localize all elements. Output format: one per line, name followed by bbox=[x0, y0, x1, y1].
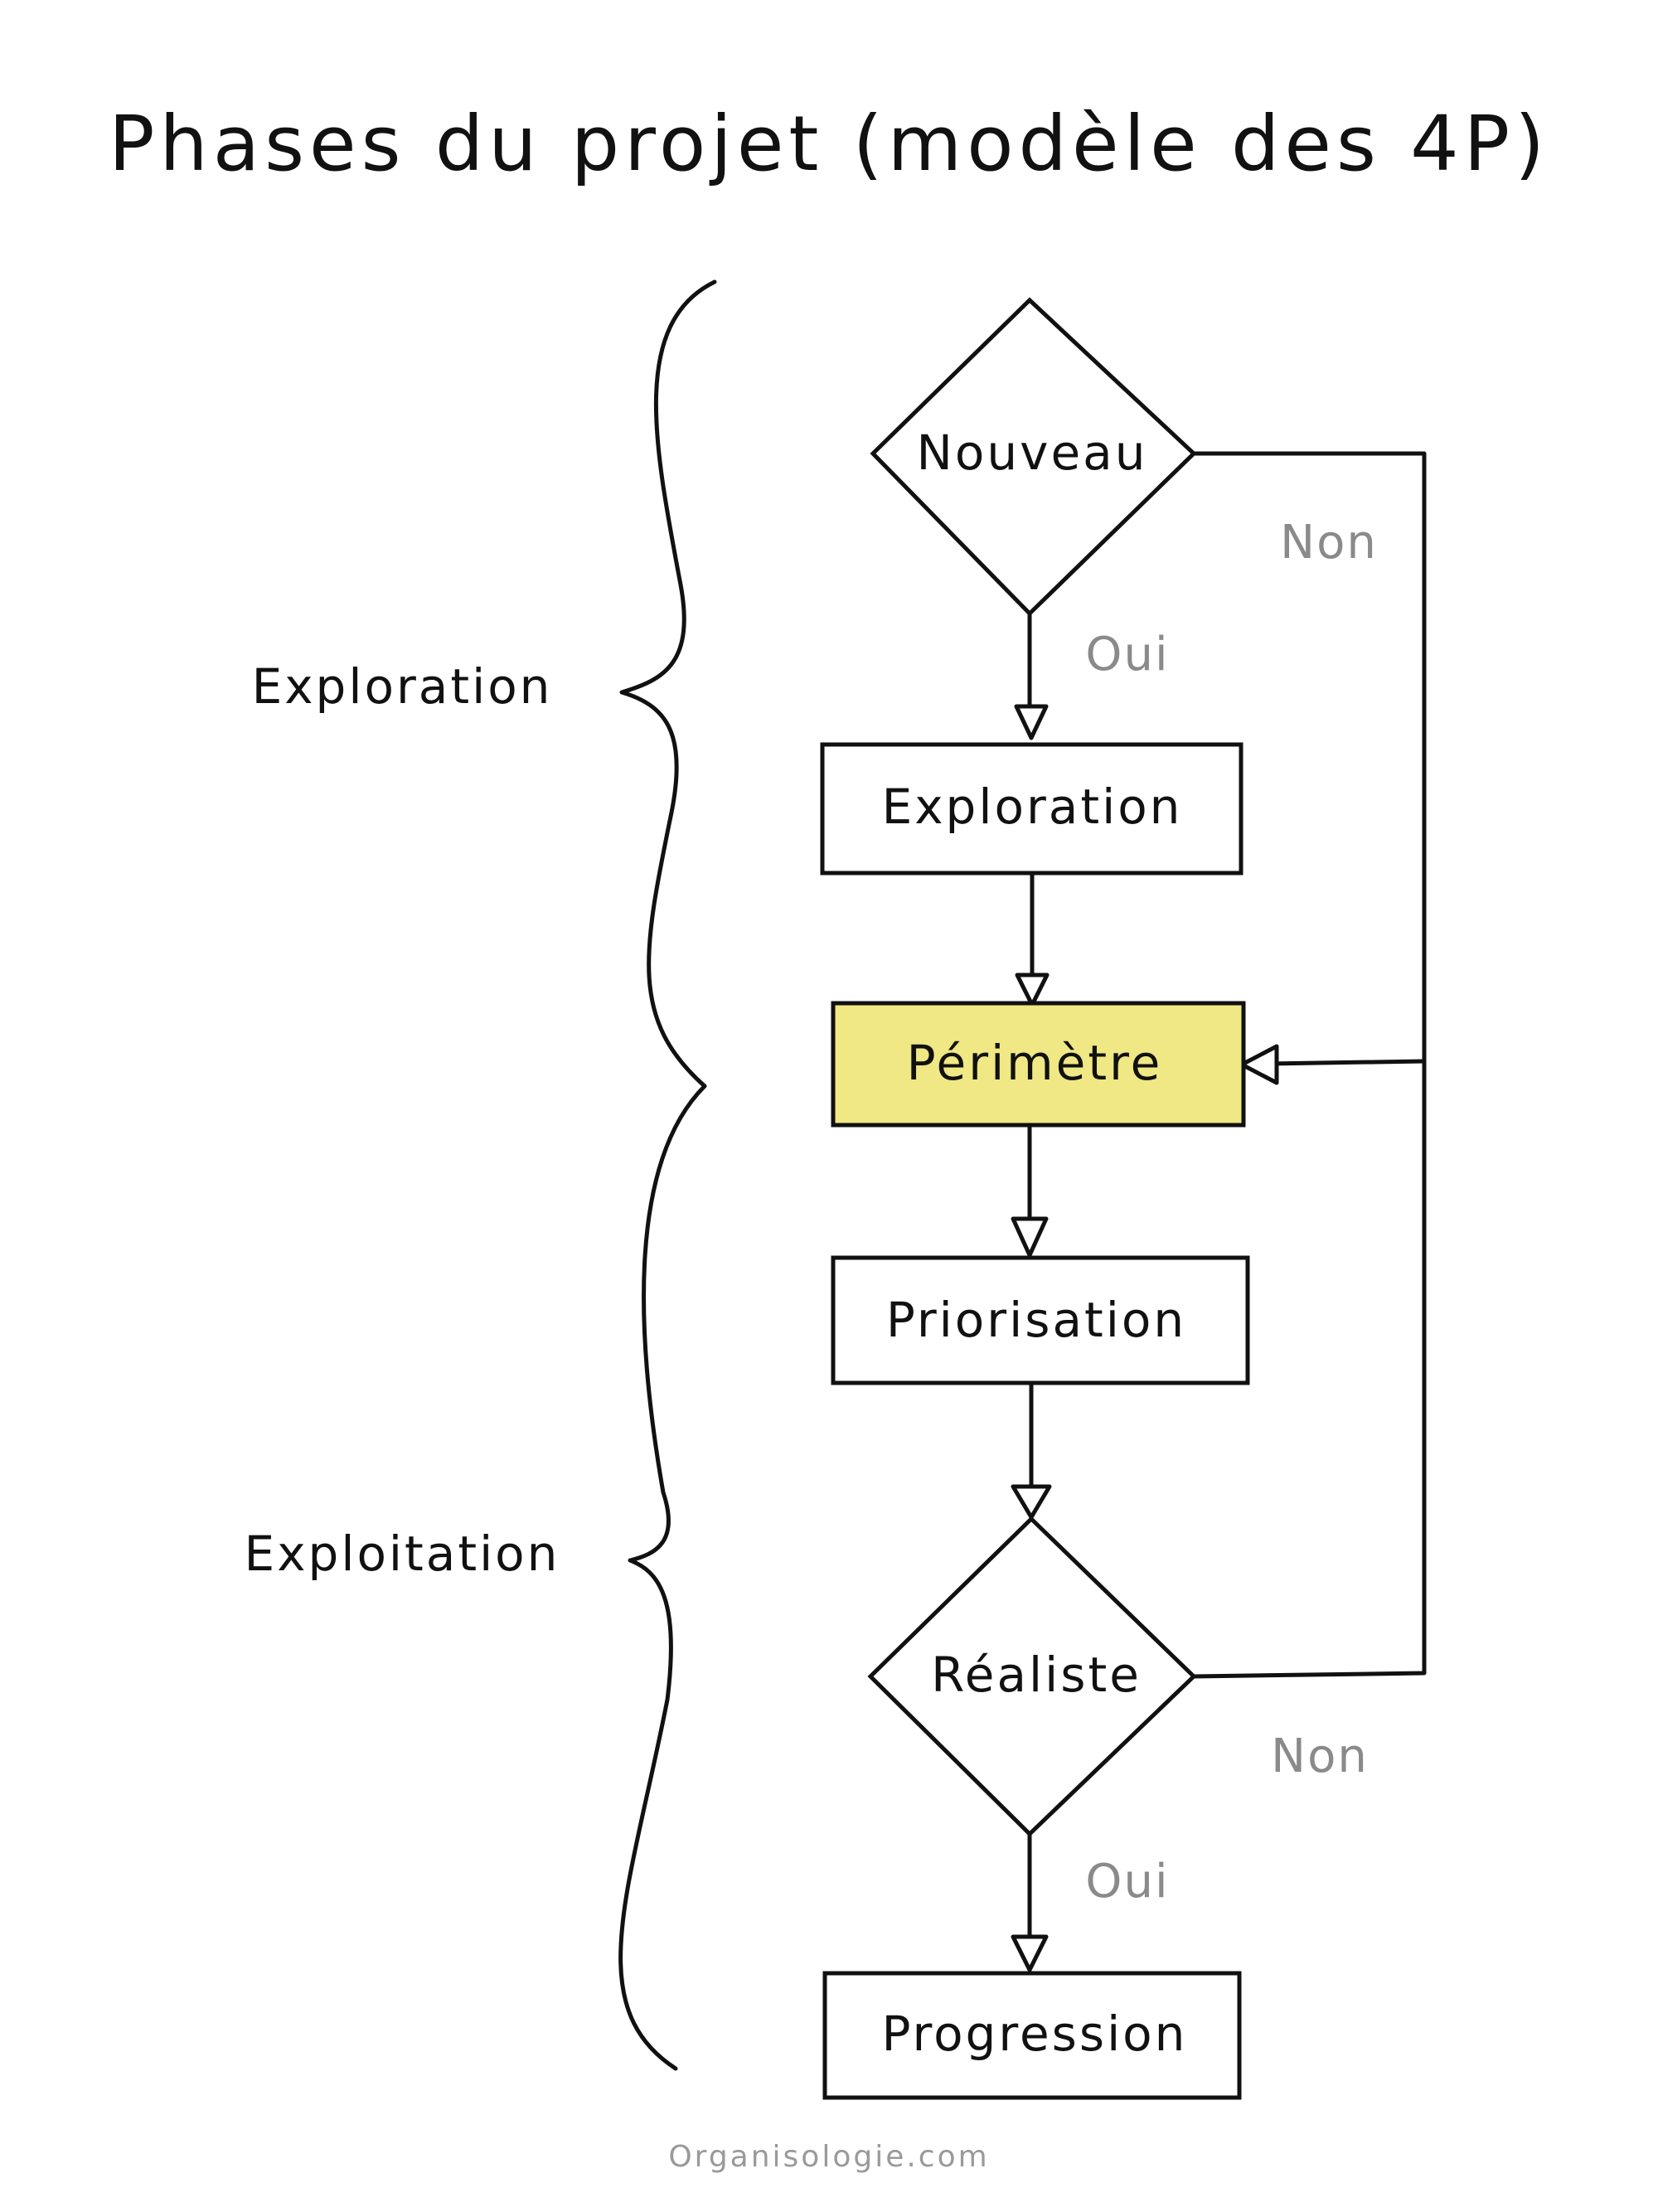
process-progression-label: Progression bbox=[882, 2006, 1188, 2062]
process-perimetre-label: Périmètre bbox=[907, 1035, 1163, 1091]
decision-nouveau bbox=[870, 297, 1197, 617]
arrowhead-to-exploration bbox=[1014, 704, 1049, 740]
exploration-brace bbox=[619, 279, 717, 1089]
page-title: Phases du projet (modèle des 4P) bbox=[109, 99, 1549, 188]
arrowhead-to-perimetre bbox=[1015, 973, 1050, 1007]
arrowhead-to-progression bbox=[1011, 1934, 1049, 1972]
decision-realiste-label: Réaliste bbox=[931, 1647, 1142, 1703]
branch-label-nouveau-non: Non bbox=[1280, 516, 1378, 570]
connector-realiste-non-loop bbox=[1191, 1059, 1427, 1679]
footer-credit: Organisologie.com bbox=[668, 2140, 989, 2174]
arrowhead-to-realiste bbox=[1011, 1484, 1052, 1520]
decision-nouveau-label: Nouveau bbox=[917, 424, 1148, 481]
branch-label-realiste-non: Non bbox=[1271, 1729, 1369, 1783]
phase-label-exploration: Exploration bbox=[252, 658, 553, 715]
phase-label-exploitation: Exploitation bbox=[245, 1526, 560, 1582]
arrowhead-loop-to-perimetre bbox=[1239, 1044, 1279, 1085]
process-priorisation bbox=[831, 1255, 1250, 1385]
connector-loop-to-perimetre bbox=[1266, 1059, 1427, 1066]
decision-realiste bbox=[867, 1516, 1197, 1837]
exploitation-brace bbox=[618, 1084, 707, 2071]
process-exploration-label: Exploration bbox=[882, 779, 1183, 835]
process-exploration bbox=[820, 742, 1244, 876]
process-priorisation-label: Priorisation bbox=[886, 1292, 1186, 1348]
branch-label-nouveau-oui: Oui bbox=[1085, 628, 1169, 682]
process-progression bbox=[822, 1971, 1242, 2100]
process-perimetre bbox=[831, 1001, 1246, 1128]
branch-label-realiste-oui: Oui bbox=[1085, 1855, 1169, 1909]
connector-nouveau-non-loop bbox=[1191, 451, 1427, 1064]
arrowhead-to-priorisation bbox=[1011, 1216, 1049, 1258]
